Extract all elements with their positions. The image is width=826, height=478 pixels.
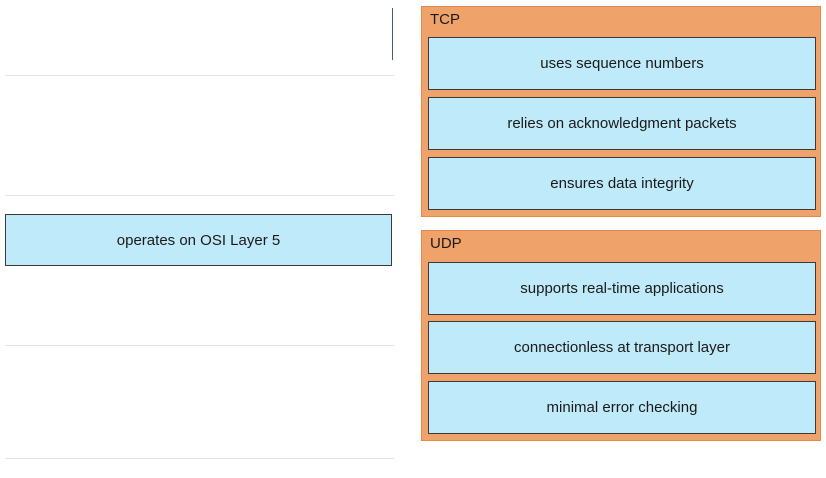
drop-item[interactable]: ensures data integrity [428,157,816,210]
drop-item[interactable]: uses sequence numbers [428,37,816,90]
pane-divider [392,8,393,60]
drop-item[interactable]: connectionless at transport layer [428,321,816,374]
divider [5,345,394,346]
draggable-item[interactable]: operates on OSI Layer 5 [5,214,392,266]
drop-item[interactable]: relies on acknowledgment packets [428,97,816,150]
group-title-tcp: TCP [430,11,460,28]
divider [5,75,394,76]
drop-item[interactable]: minimal error checking [428,381,816,434]
source-pane: operates on OSI Layer 5 [0,0,400,478]
drop-item[interactable]: supports real-time applications [428,262,816,315]
divider [5,195,394,196]
target-group-udp[interactable]: UDP supports real-time applications conn… [421,230,821,441]
group-title-udp: UDP [430,235,462,252]
divider [5,458,394,459]
target-group-tcp[interactable]: TCP uses sequence numbers relies on ackn… [421,6,821,217]
